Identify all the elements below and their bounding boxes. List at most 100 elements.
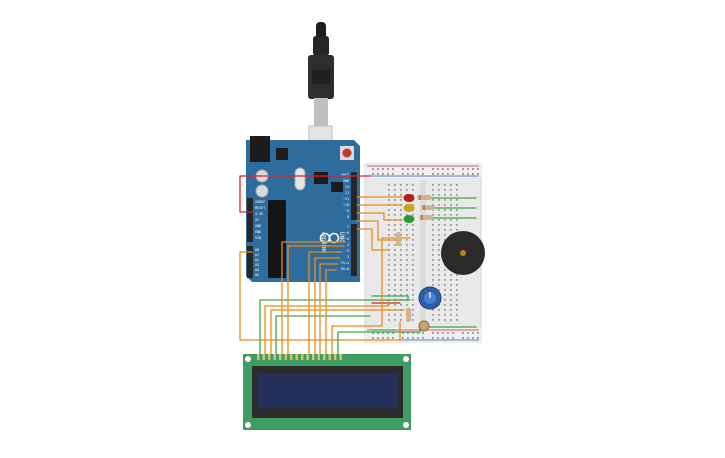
reset-button[interactable] <box>340 146 354 160</box>
hole <box>444 274 446 276</box>
hole <box>406 249 408 251</box>
hole <box>450 314 452 316</box>
rail-hole <box>382 332 384 334</box>
led-red[interactable] <box>403 194 415 202</box>
arduino-model-text: UNO <box>338 232 345 243</box>
wire-green-pot[interactable] <box>371 295 409 301</box>
hole <box>438 269 440 271</box>
wire-lcd-3[interactable] <box>270 309 405 355</box>
hole <box>432 319 434 321</box>
digital-pin-label: RX←0 <box>341 267 349 271</box>
lcd-pins <box>257 354 342 360</box>
lcd-pin <box>279 354 282 360</box>
wire-d-ground[interactable] <box>356 228 389 251</box>
resistor-vertical-2[interactable] <box>406 308 411 322</box>
rail-hole <box>392 337 394 339</box>
hole <box>432 284 434 286</box>
rail-hole <box>407 332 409 334</box>
lcd-pin <box>312 354 315 360</box>
wire-lcd-6[interactable] <box>287 245 345 355</box>
hole <box>412 269 414 271</box>
wire-lcd-7[interactable] <box>308 251 343 355</box>
hole <box>400 264 402 266</box>
rail-hole <box>467 332 469 334</box>
wire-lcd-5[interactable] <box>281 241 346 355</box>
rail-hole <box>392 168 394 170</box>
hole <box>444 319 446 321</box>
hole <box>438 209 440 211</box>
hole <box>444 234 446 236</box>
rail-hole <box>412 168 414 170</box>
hole <box>388 244 390 246</box>
hole <box>394 264 396 266</box>
rail-hole <box>472 168 474 170</box>
hole <box>444 304 446 306</box>
hole <box>438 194 440 196</box>
photoresistor[interactable] <box>418 320 430 332</box>
hole <box>438 219 440 221</box>
digital-pin-label: ~6 <box>345 231 349 235</box>
hole <box>400 274 402 276</box>
lcd-pin <box>328 354 331 360</box>
rail-hole <box>462 168 464 170</box>
rail-hole <box>382 337 384 339</box>
piezo-buzzer[interactable] <box>441 231 485 275</box>
rail-hole <box>377 332 379 334</box>
hole <box>406 254 408 256</box>
led-resistors[interactable] <box>417 195 435 220</box>
hole <box>450 224 452 226</box>
lcd-pin <box>262 354 265 360</box>
hole <box>432 224 434 226</box>
hole <box>400 259 402 261</box>
rail-hole <box>472 337 474 339</box>
wire-buzzer[interactable] <box>356 220 399 241</box>
hole <box>438 199 440 201</box>
wire-lcd-10[interactable] <box>325 269 337 355</box>
power-jack[interactable] <box>250 136 270 162</box>
rail-hole <box>402 168 404 170</box>
wire-lcd-4[interactable] <box>275 315 371 355</box>
rail-hole <box>437 332 439 334</box>
hole <box>412 224 414 226</box>
hole <box>438 234 440 236</box>
hole <box>450 194 452 196</box>
hole <box>388 214 390 216</box>
hole <box>406 259 408 261</box>
hole <box>394 184 396 186</box>
hole <box>444 299 446 301</box>
resistor-vertical[interactable] <box>396 232 401 246</box>
rail-hole <box>452 337 454 339</box>
wire-lcd-1[interactable] <box>259 299 411 355</box>
wire-lcd-9[interactable] <box>319 263 339 355</box>
led-yellow[interactable] <box>403 204 415 212</box>
power-pin-label: VIN <box>255 236 261 240</box>
hole <box>432 219 434 221</box>
hole <box>400 194 402 196</box>
wire-orange-left-loop[interactable] <box>239 251 401 341</box>
hole <box>432 244 434 246</box>
hole <box>432 204 434 206</box>
hole <box>400 314 402 316</box>
hole <box>438 259 440 261</box>
rail-hole <box>387 173 389 175</box>
hole <box>406 269 408 271</box>
rail-hole <box>447 332 449 334</box>
wire-lcd-11[interactable] <box>331 237 411 355</box>
lcd-16x2[interactable] <box>243 354 411 430</box>
potentiometer[interactable] <box>418 286 442 310</box>
wire-led-3[interactable] <box>356 212 403 221</box>
wire-lcd-8[interactable] <box>314 257 341 355</box>
hole <box>412 279 414 281</box>
hole <box>388 209 390 211</box>
power-pin-label: GND <box>255 224 261 228</box>
digital-pin-label: 2 <box>347 255 349 259</box>
led-green[interactable] <box>403 215 415 223</box>
rail-hole <box>382 173 384 175</box>
hole <box>394 229 396 231</box>
hole <box>432 259 434 261</box>
hole <box>456 304 458 306</box>
hole <box>388 234 390 236</box>
wire-red-5v[interactable] <box>239 175 371 213</box>
